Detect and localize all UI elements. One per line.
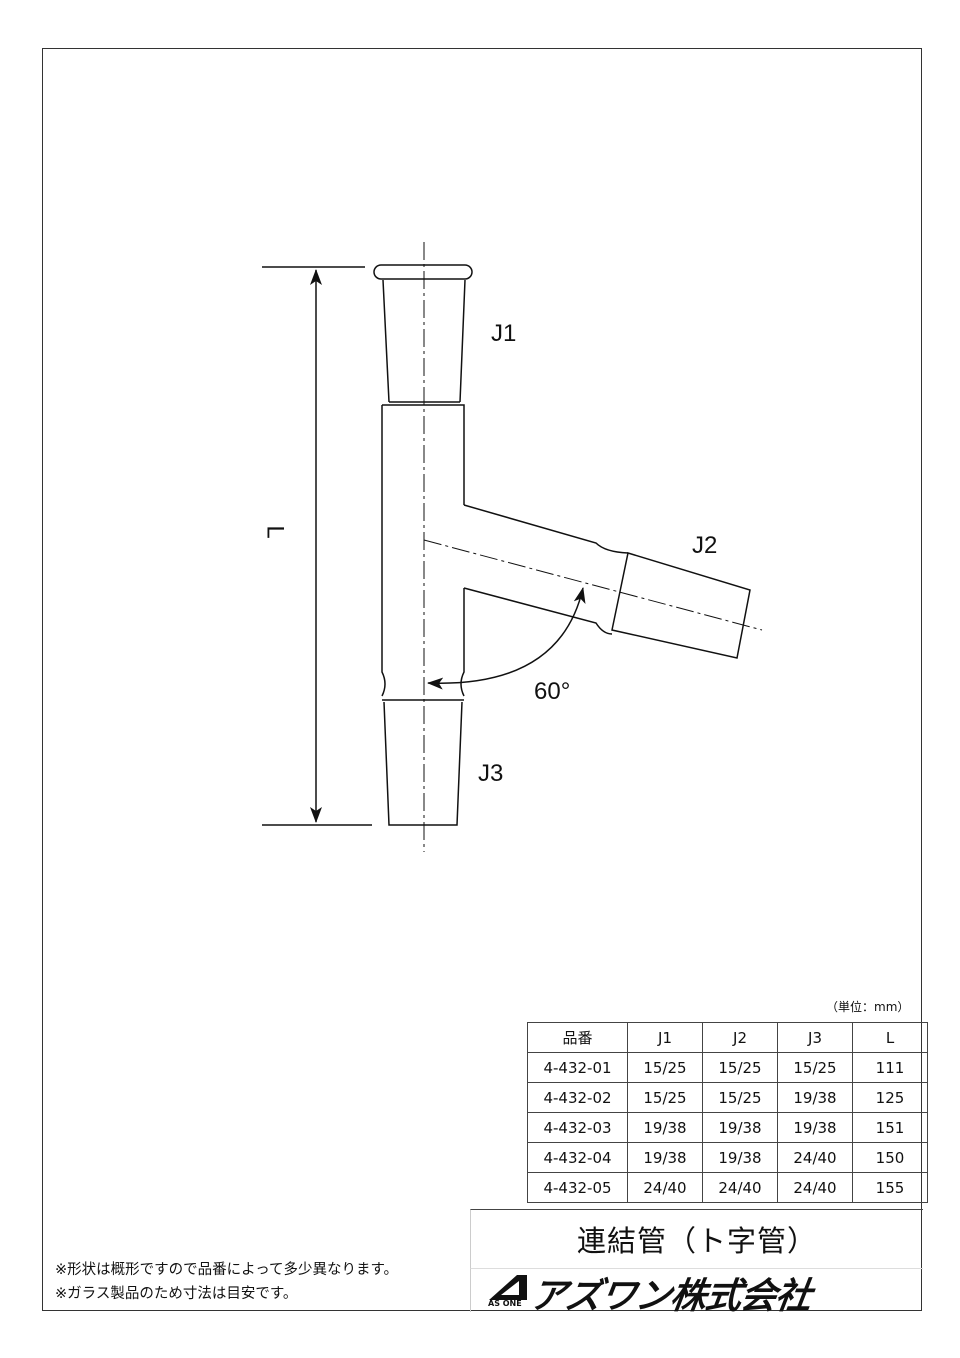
table-cell: 4-432-01 <box>527 1052 628 1083</box>
label-j3: J3 <box>478 760 504 787</box>
table-header: 品番 <box>527 1022 628 1053</box>
main-body <box>381 404 465 701</box>
table-header: J1 <box>627 1022 703 1053</box>
unit-note: （単位：mm） <box>826 1000 910 1014</box>
table-cell: 15/25 <box>627 1052 703 1083</box>
table-cell: 15/25 <box>702 1052 778 1083</box>
table-cell: 150 <box>852 1142 928 1173</box>
table-cell: 19/38 <box>627 1112 703 1143</box>
table-cell: 151 <box>852 1112 928 1143</box>
table-cell: 15/25 <box>627 1082 703 1113</box>
label-j1: J1 <box>491 320 517 347</box>
table-header-row: 品番 J1 J2 J3 L <box>527 1022 928 1053</box>
note-glass: ※ガラス製品のため寸法は目安です。 <box>55 1286 298 1302</box>
table-cell: 24/40 <box>702 1172 778 1203</box>
table-header: J2 <box>702 1022 778 1053</box>
center-line-side-arm <box>423 539 763 631</box>
table-cell: 15/25 <box>702 1082 778 1113</box>
joint-j2 <box>611 552 751 659</box>
joint-j3 <box>383 701 463 826</box>
table-header: J3 <box>777 1022 853 1053</box>
joint-j1 <box>382 279 466 403</box>
note-shape: ※形状は概形ですので品番によって多少異なります。 <box>55 1262 399 1278</box>
table-cell: 155 <box>852 1172 928 1203</box>
table-cell: 24/40 <box>627 1172 703 1203</box>
table-cell: 125 <box>852 1082 928 1113</box>
label-length: L <box>261 525 289 539</box>
table-cell: 4-432-03 <box>527 1112 628 1143</box>
label-angle: 60° <box>534 678 571 705</box>
table-cell: 4-432-05 <box>527 1172 628 1203</box>
label-j2: J2 <box>692 532 718 559</box>
drawing-frame <box>42 48 922 1311</box>
table-cell: 19/38 <box>777 1112 853 1143</box>
table-cell: 111 <box>852 1052 928 1083</box>
product-title: 連結管（ト字管） <box>576 1224 817 1258</box>
table-cell: 19/38 <box>627 1142 703 1173</box>
table-cell: 4-432-02 <box>527 1082 628 1113</box>
company-logo: AS ONE アズワン株式会社 <box>470 1268 923 1317</box>
table-cell: 19/38 <box>702 1112 778 1143</box>
top-lip <box>373 264 473 280</box>
side-arm <box>463 504 629 635</box>
logo-text: アズワン株式会社 <box>527 1276 814 1317</box>
as-one-logo-icon <box>489 1275 527 1300</box>
table-cell: 19/38 <box>777 1082 853 1113</box>
table-header: L <box>852 1022 928 1053</box>
angle-arrow <box>427 587 586 690</box>
logo-sub-text: AS ONE <box>488 1299 522 1308</box>
table-cell: 4-432-04 <box>527 1142 628 1173</box>
table-cell: 19/38 <box>702 1142 778 1173</box>
title-box: 連結管（ト字管） <box>470 1209 923 1268</box>
table-cell: 24/40 <box>777 1172 853 1203</box>
table-cell: 15/25 <box>777 1052 853 1083</box>
table-cell: 24/40 <box>777 1142 853 1173</box>
